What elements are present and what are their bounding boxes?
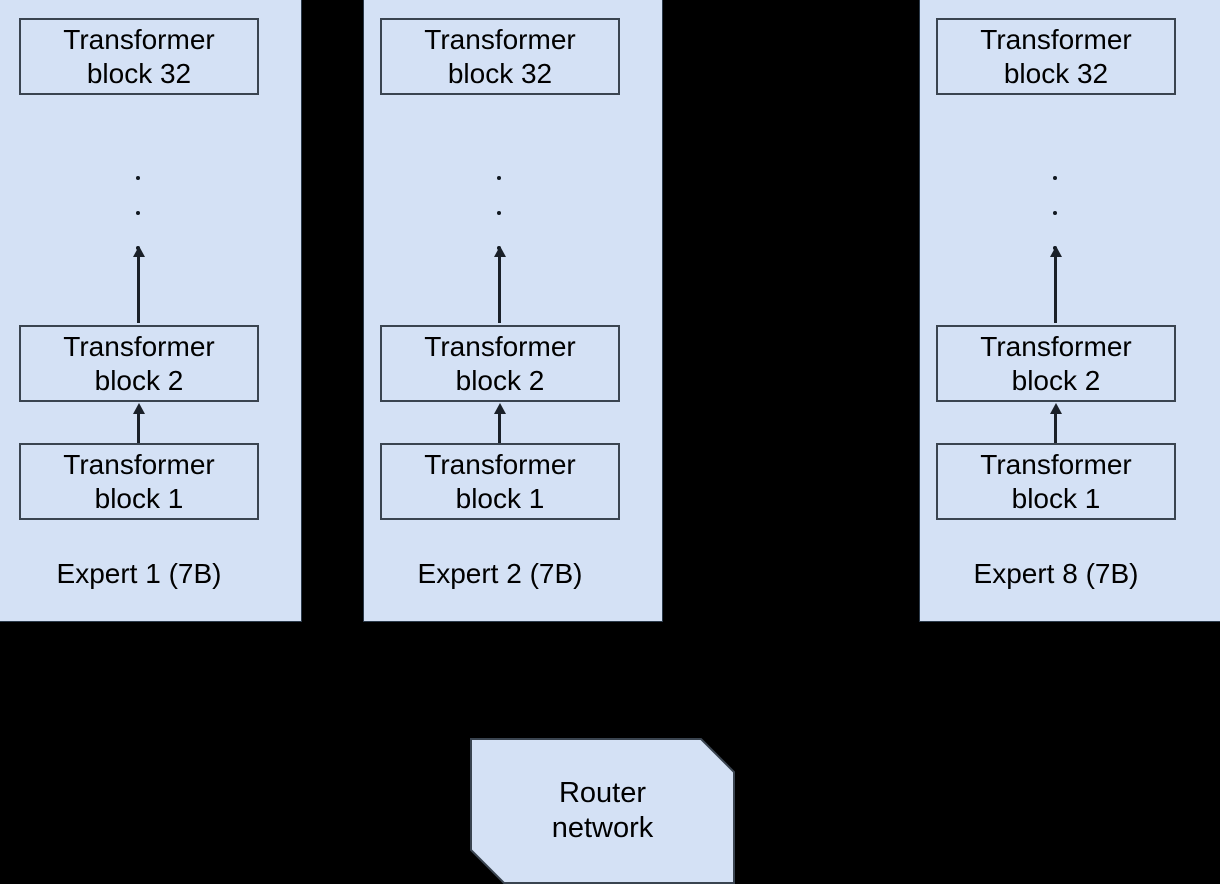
block-label-line1: Transformer bbox=[980, 331, 1132, 363]
ellipsis-dot bbox=[497, 211, 501, 215]
router-label-line1: Router bbox=[558, 777, 647, 810]
block-label-line2: block 32 bbox=[447, 57, 553, 89]
expert-2-arrow-block2-to-upper bbox=[498, 255, 501, 323]
expert-8-transformer-block-2: Transformer block 2 bbox=[936, 325, 1176, 402]
block-label-line1: Transformer bbox=[424, 24, 576, 56]
expert-1-vertical-ellipsis bbox=[136, 176, 142, 250]
block-label-line1: Transformer bbox=[424, 449, 576, 481]
block-label-line1: Transformer bbox=[980, 449, 1132, 481]
expert-2-transformer-block-2: Transformer block 2 bbox=[380, 325, 620, 402]
expert-1-transformer-block-1: Transformer block 1 bbox=[19, 443, 259, 520]
expert-1-caption: Expert 1 (7B) bbox=[56, 558, 222, 589]
block-label-line2: block 32 bbox=[86, 57, 192, 89]
expert-8-transformer-block-1: Transformer block 1 bbox=[936, 443, 1176, 520]
ellipsis-dot bbox=[136, 176, 140, 180]
expert-1-transformer-block-2: Transformer block 2 bbox=[19, 325, 259, 402]
ellipsis-dot bbox=[1053, 176, 1057, 180]
router-network-node: Router network bbox=[470, 738, 735, 884]
expert-1-arrow-block2-to-upper bbox=[137, 255, 140, 323]
expert-8-arrow-block1-to-block2 bbox=[1054, 412, 1057, 443]
expert-2-caption: Expert 2 (7B) bbox=[417, 558, 583, 589]
ellipsis-dot bbox=[1053, 211, 1057, 215]
block-label-line2: block 1 bbox=[94, 482, 184, 514]
block-label-line1: Transformer bbox=[63, 24, 215, 56]
block-label-line2: block 2 bbox=[94, 364, 184, 396]
block-label-line2: block 1 bbox=[1011, 482, 1101, 514]
expert-2-arrow-block1-to-block2 bbox=[498, 412, 501, 443]
block-label-line2: block 1 bbox=[455, 482, 545, 514]
block-label-line1: Transformer bbox=[63, 449, 215, 481]
expert-2-transformer-block-1: Transformer block 1 bbox=[380, 443, 620, 520]
block-label-line2: block 2 bbox=[455, 364, 545, 396]
ellipsis-dot bbox=[136, 211, 140, 215]
expert-2-transformer-block-32: Transformer block 32 bbox=[380, 18, 620, 95]
router-label-line2: network bbox=[551, 812, 654, 844]
ellipsis-dot bbox=[497, 176, 501, 180]
expert-2-vertical-ellipsis bbox=[497, 176, 503, 250]
block-label-line2: block 32 bbox=[1003, 57, 1109, 89]
expert-8-arrow-block2-to-upper bbox=[1054, 255, 1057, 323]
expert-8-transformer-block-32: Transformer block 32 bbox=[936, 18, 1176, 95]
block-label-line1: Transformer bbox=[424, 331, 576, 363]
expert-1-arrow-block1-to-block2 bbox=[137, 412, 140, 443]
block-label-line2: block 2 bbox=[1011, 364, 1101, 396]
expert-8-caption: Expert 8 (7B) bbox=[973, 558, 1139, 589]
block-label-line1: Transformer bbox=[980, 24, 1132, 56]
expert-1-transformer-block-32: Transformer block 32 bbox=[19, 18, 259, 95]
block-label-line1: Transformer bbox=[63, 331, 215, 363]
expert-8-vertical-ellipsis bbox=[1053, 176, 1059, 250]
